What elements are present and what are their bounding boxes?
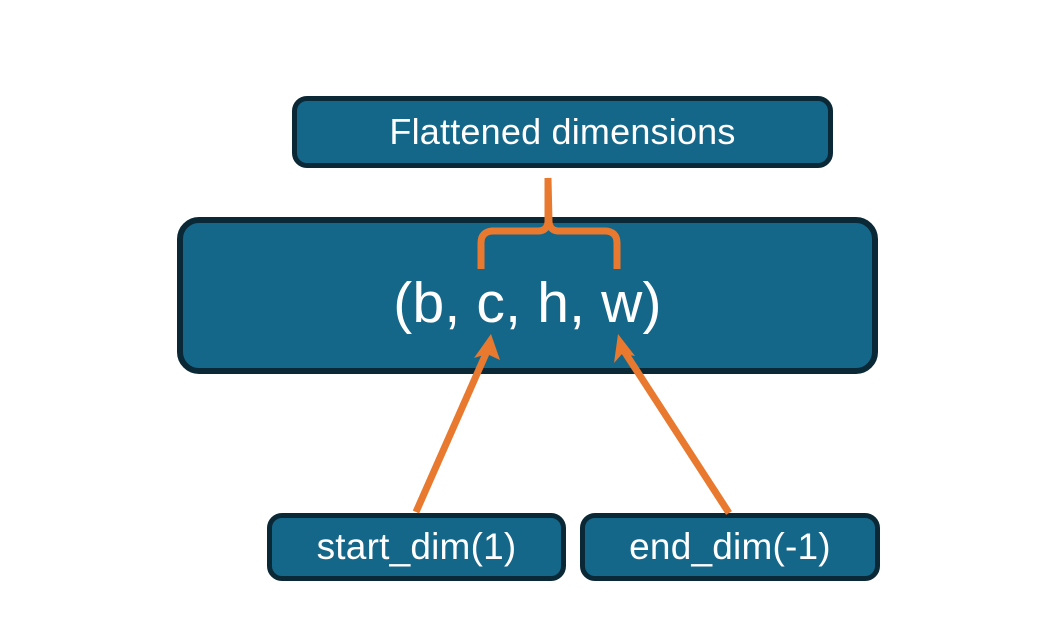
tensor-shape-box[interactable]: (b, c, h, w) (177, 217, 878, 374)
end-dim-label: end_dim(-1) (629, 526, 831, 567)
flattened-dimensions-box[interactable]: Flattened dimensions (292, 96, 833, 168)
tensor-shape-label: (b, c, h, w) (393, 271, 662, 335)
end-dim-box[interactable]: end_dim(-1) (580, 513, 880, 581)
flattened-dimensions-label: Flattened dimensions (389, 111, 736, 152)
start-dim-label: start_dim(1) (316, 526, 517, 567)
start-dim-box[interactable]: start_dim(1) (267, 513, 566, 581)
